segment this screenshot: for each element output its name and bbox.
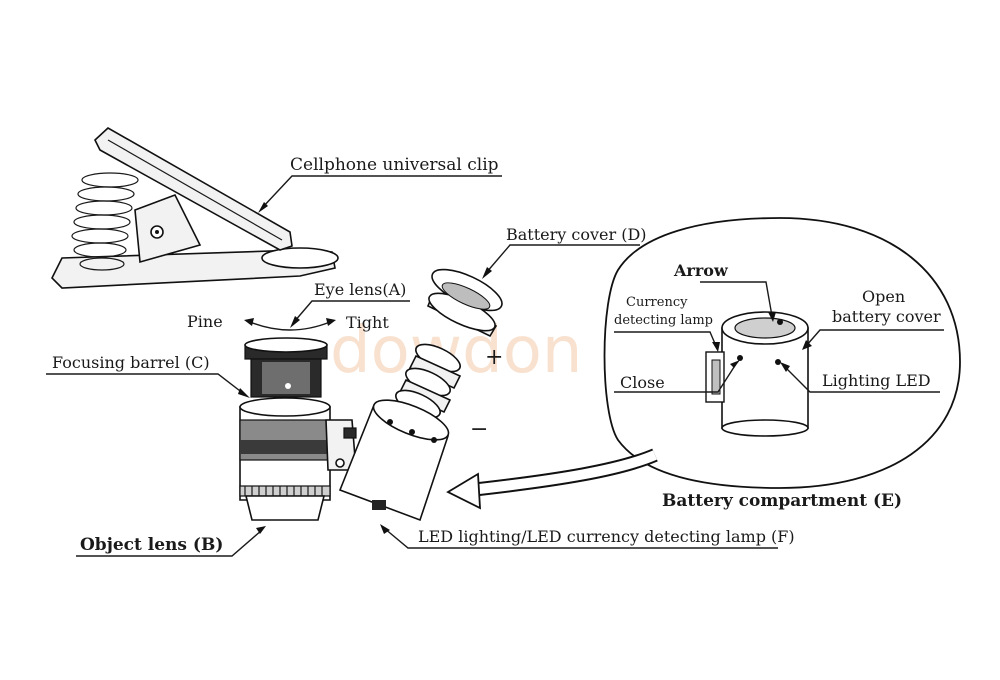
clip-label: Cellphone universal clip <box>290 155 499 175</box>
pine-label: Pine <box>187 312 223 331</box>
close-label: Close <box>620 373 665 392</box>
clip-illustration <box>51 127 339 289</box>
lighting-led-label: Lighting LED <box>822 371 931 390</box>
bubble-callout-lines <box>614 281 944 393</box>
battery-compartment-label: Battery compartment (E) <box>662 491 902 511</box>
eye-lens-label: Eye lens(A) <box>314 280 406 299</box>
currency-lamp-label-1: Currency <box>626 295 688 310</box>
led-lamp-label: LED lighting/LED currency detecting lamp… <box>418 527 795 546</box>
batteries-illustration <box>395 343 462 419</box>
currency-lamp-label-2: detecting lamp <box>614 313 713 328</box>
object-lens-label: Object lens (B) <box>80 535 223 555</box>
open-cover-label-1: Open <box>862 287 905 306</box>
open-cover-label-2: battery cover <box>832 307 941 326</box>
battery-cover-illustration <box>426 268 503 338</box>
led-body-illustration <box>338 399 450 522</box>
focusing-barrel-label: Focusing barrel (C) <box>52 353 210 372</box>
arrow-label: Arrow <box>673 261 729 280</box>
minus-sign: − <box>470 417 488 442</box>
callout-lines <box>46 175 778 557</box>
plus-sign: + <box>485 345 503 370</box>
microscope-body <box>239 337 357 521</box>
battery-cover-label: Battery cover (D) <box>506 225 647 244</box>
tight-label: Tight <box>346 313 389 332</box>
